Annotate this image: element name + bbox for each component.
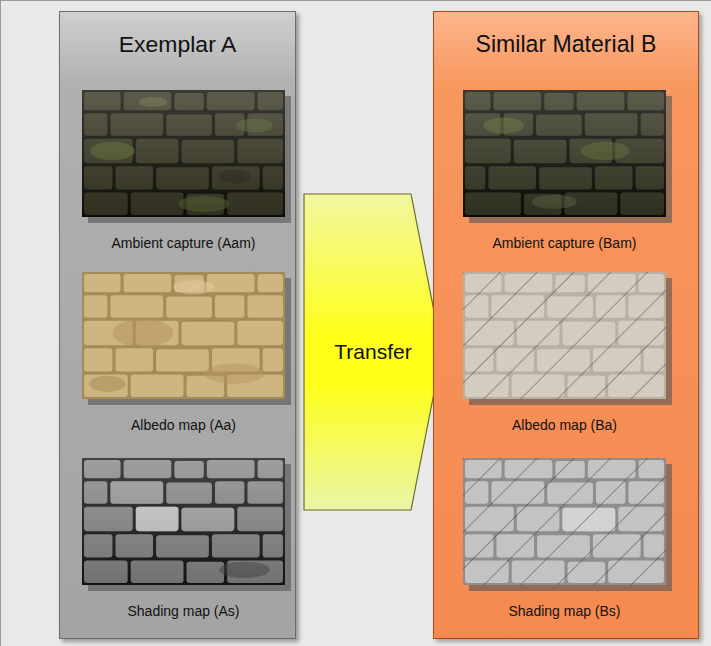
image-caption: Shading map (Bs): [463, 603, 666, 619]
panel-heading: Similar Material B: [434, 31, 698, 58]
target-panel: Similar Material B Ambient capture (Bam)…: [433, 11, 699, 639]
image-tile: Ambient capture (Aam): [82, 90, 291, 251]
image-caption: Ambient capture (Bam): [463, 235, 666, 251]
arrow-label: Transfer: [334, 340, 411, 364]
image-caption: Ambient capture (Aam): [82, 235, 285, 251]
image-tile: Albedo map (Aa): [82, 272, 291, 433]
exemplar-panel: Exemplar A Ambient capture (Aam) Albedo …: [59, 11, 296, 639]
image-caption: Albedo map (Aa): [82, 417, 285, 433]
image-caption: Shading map (As): [82, 603, 285, 619]
image-tile: Albedo map (Ba): [463, 272, 672, 433]
panel-heading: Exemplar A: [60, 31, 295, 58]
image-caption: Albedo map (Ba): [463, 417, 666, 433]
image-tile: Shading map (Bs): [463, 458, 672, 619]
image-tile: Shading map (As): [82, 458, 291, 619]
albedo-placeholder: [463, 272, 672, 405]
albedo-photo: [82, 272, 291, 405]
shading-photo: [82, 458, 291, 591]
image-tile: Ambient capture (Bam): [463, 90, 672, 251]
transfer-arrow: Transfer: [303, 193, 443, 511]
ambient-photo: [82, 90, 291, 223]
ambient-photo: [463, 90, 672, 223]
shading-placeholder: [463, 458, 672, 591]
